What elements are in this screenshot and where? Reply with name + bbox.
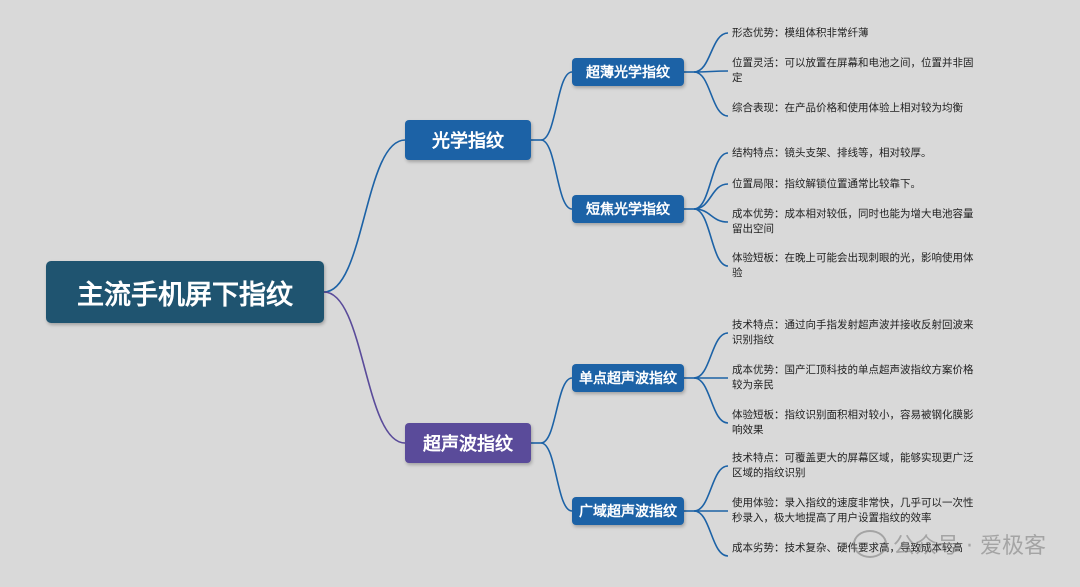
root-node: 主流手机屏下指纹: [46, 261, 324, 323]
ultrasonic-fingerprint-node: 超声波指纹: [405, 423, 531, 463]
leaf-thin-position: 位置灵活：可以放置在屏幕和电池之间，位置并非固定: [732, 57, 974, 84]
connector-short-leaf-0: [693, 152, 729, 210]
single-point-ultrasonic-node: 单点超声波指纹: [572, 364, 684, 392]
leaf-wide-experience: 使用体验：录入指纹的速度非常快，几乎可以一次性秒录入，极大地提高了用户设置指纹的…: [732, 497, 974, 524]
connector-root-optical: [323, 139, 406, 293]
connector-wide-leaf-2: [693, 510, 729, 557]
connector-thin-leaf-0: [693, 32, 729, 73]
leaf-single-experience: 体验短板：指纹识别面积相对较小，容易被钢化膜影响效果: [732, 409, 974, 436]
connector-ultra-wide: [540, 442, 573, 512]
connector-single-leaf-0: [693, 332, 729, 379]
leaf-single-cost: 成本优势：国产汇顶科技的单点超声波指纹方案价格较为亲民: [732, 364, 974, 391]
connector-ultra-single: [540, 377, 573, 444]
connector-single-leaf-2: [693, 377, 729, 424]
connector-short-leaf-1: [693, 183, 729, 210]
thin-optical-node: 超薄光学指纹: [572, 58, 684, 86]
leaf-wide-tech: 技术特点：可覆盖更大的屏幕区域，能够实现更广泛区域的指纹识别: [732, 452, 974, 479]
leaf-wide-cost: 成本劣势：技术复杂、硬件要求高，导致成本较高: [732, 542, 963, 554]
leaf-short-cost: 成本优势：成本相对较低，同时也能为增大电池容量留出空间: [732, 208, 974, 235]
watermark-text: 公众号 · 爱极客: [893, 534, 1046, 559]
leaf-short-position: 位置局限：指纹解锁位置通常比较靠下。: [732, 178, 921, 190]
connector-optical-thin: [540, 71, 573, 141]
leaf-thin-form: 形态优势：模组体积非常纤薄: [732, 27, 869, 39]
leaf-thin-overall: 综合表现：在产品价格和使用体验上相对较为均衡: [732, 102, 963, 114]
watermark: 公众号 · 爱极客: [853, 528, 1046, 560]
connector-thin-leaf-2: [693, 71, 729, 117]
connector-optical-short: [540, 139, 573, 210]
wide-area-ultrasonic-node: 广域超声波指纹: [572, 497, 684, 525]
connector-short-leaf-3: [693, 208, 729, 267]
optical-fingerprint-node: 光学指纹: [405, 120, 531, 160]
connector-wide-leaf-0: [693, 465, 729, 512]
leaf-single-tech: 技术特点：通过向手指发射超声波并接收反射回波来识别指纹: [732, 319, 974, 346]
wechat-icon: [853, 530, 888, 558]
leaf-short-structure: 结构特点：镜头支架、排线等，相对较厚。: [732, 147, 932, 159]
short-focus-optical-node: 短焦光学指纹: [572, 195, 684, 223]
connector-root-ultrasonic: [323, 291, 406, 444]
leaf-short-experience: 体验短板：在晚上可能会出现刺眼的光，影响使用体验: [732, 252, 974, 279]
